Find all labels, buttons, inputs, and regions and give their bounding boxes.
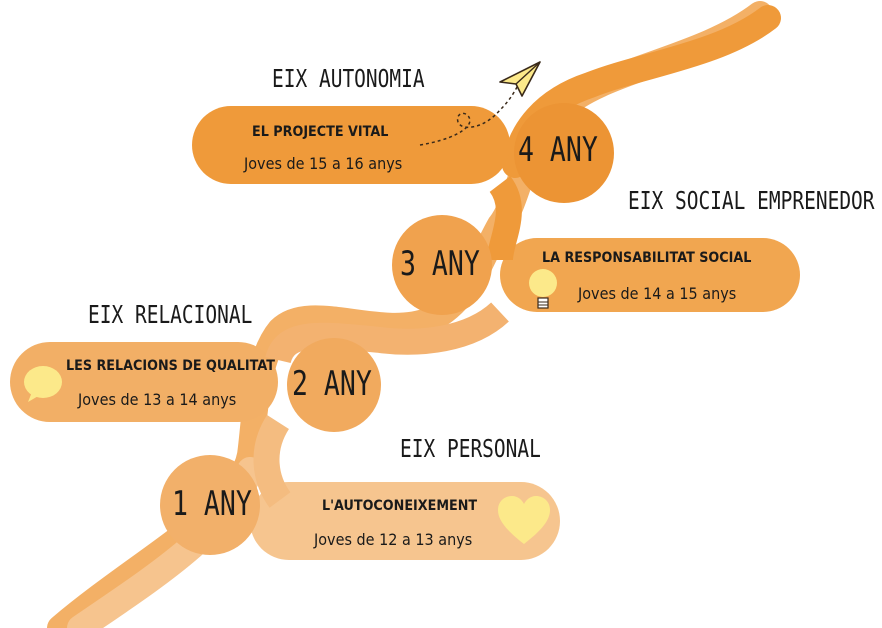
card-subtitle-autonomia: Joves de 15 a 16 anys [244, 154, 403, 173]
year-circle-3 [392, 215, 492, 315]
card-bg-autonomia [192, 106, 510, 184]
axis-title-relacional: EIX RELACIONAL [88, 300, 253, 329]
lightbulb-icon [529, 269, 557, 309]
year-circle-4 [514, 103, 614, 203]
card-title-social: LA RESPONSABILITAT SOCIAL [542, 250, 752, 266]
card-title-autonomia: EL PROJECTE VITAL [252, 124, 389, 140]
card-bg-personal [250, 482, 560, 560]
year-circle-2 [287, 338, 381, 432]
axis-title-personal: EIX PERSONAL [400, 434, 541, 463]
flight-trail [419, 81, 521, 146]
year-label-2: 2 ANY [292, 364, 372, 404]
year-label-3: 3 ANY [400, 244, 480, 284]
year-circle-1 [160, 455, 260, 555]
card-subtitle-social: Joves de 14 a 15 anys [578, 284, 737, 303]
speech-bubble-icon [24, 366, 62, 402]
heart-icon [498, 496, 550, 544]
axis-title-social: EIX SOCIAL EMPRENEDOR [628, 186, 875, 215]
year-label-4: 4 ANY [518, 130, 598, 170]
card-bg-relacional [10, 342, 278, 422]
paper-plane-icon [499, 61, 541, 97]
card-bg-social [500, 238, 800, 312]
card-subtitle-relacional: Joves de 13 a 14 anys [78, 390, 237, 409]
card-title-relacional: LES RELACIONS DE QUALITAT [66, 358, 275, 374]
card-title-personal: L'AUTOCONEIXEMENT [322, 498, 478, 514]
axis-title-autonomia: EIX AUTONOMIA [272, 64, 425, 93]
year-label-1: 1 ANY [172, 484, 252, 524]
card-subtitle-personal: Joves de 12 a 13 anys [314, 530, 473, 549]
